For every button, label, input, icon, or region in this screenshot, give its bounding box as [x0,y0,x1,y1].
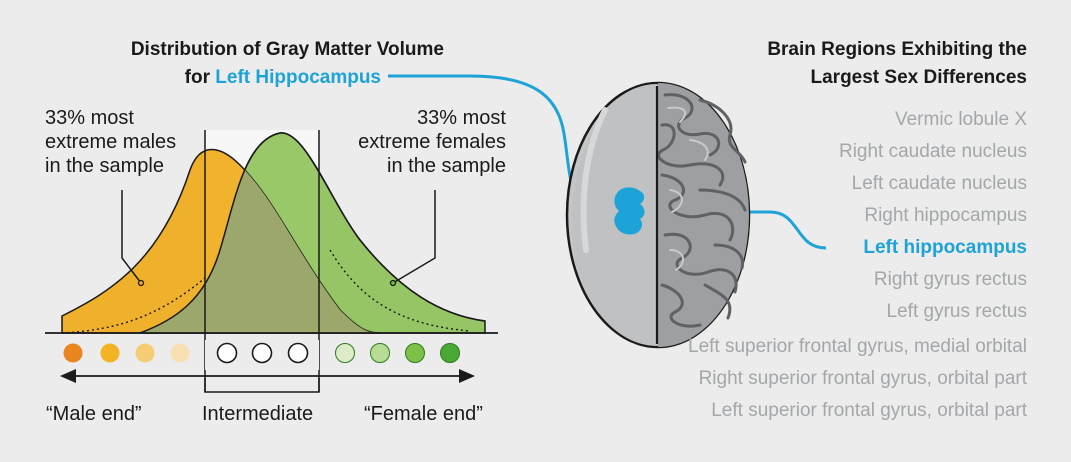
sample-dot-female [405,343,425,363]
males-annotation-line: 33% most [45,107,134,129]
region-item-highlighted: Left hippocampus [863,237,1027,258]
sample-dot-intermediate [216,342,238,364]
females-annotation-line: 33% most [417,107,506,129]
region-item: Right superior frontal gyrus, orbital pa… [698,368,1027,389]
female-tail-dotted [61,277,206,334]
sample-dot-male [100,343,120,363]
sample-dot-intermediate [287,342,309,364]
sample-dot-male [63,343,83,363]
female-end-label: “Female end” [364,403,483,425]
intermediate-bracket [204,378,320,393]
sample-dot-female [370,343,390,363]
chart-title-prefix: for [184,67,216,88]
region-item: Left caudate nucleus [851,173,1027,194]
region-item: Left gyrus rectus [886,301,1027,322]
sample-dot-male [170,343,190,363]
sample-dot-male [135,343,155,363]
sample-dot-female [335,343,355,363]
connector-brain-to-list [718,210,827,250]
male-end-label: “Male end” [46,403,142,425]
arrow-right-head [459,369,475,383]
intermediate-label: Intermediate [202,403,314,425]
brain-illustration [565,81,751,349]
females-pointer [392,190,436,284]
male-tail-dotted [329,249,471,332]
region-item: Vermic lobule X [894,109,1027,130]
right-hemisphere-gyri [658,83,749,347]
females-annotation: 33% most extreme females in the sample [358,106,506,178]
region-item: Left superior frontal gyrus, medial orbi… [688,336,1027,357]
sample-dots [63,342,460,364]
males-pointer [121,190,142,284]
sample-dot-intermediate [251,342,273,364]
region-item: Right hippocampus [864,205,1027,226]
left-hippocampus-highlight [614,187,645,235]
sample-dot-female [440,343,460,363]
region-item: Left superior frontal gyrus, orbital par… [711,400,1027,421]
males-annotation-line: in the sample [45,155,164,177]
males-pointer-dot [137,279,145,287]
chart-title-highlight: Left Hippocampus [215,67,381,88]
regions-title-line2: Largest Sex Differences [810,67,1028,88]
region-item: Right caudate nucleus [838,141,1027,162]
males-annotation-line: extreme males [45,131,177,153]
females-annotation-line: in the sample [387,155,506,177]
females-pointer-dot [389,279,397,287]
region-item: Right gyrus rectus [873,269,1027,290]
chart-title-line1: Distribution of Gray Matter Volume [130,39,444,60]
regions-title-line1: Brain Regions Exhibiting the [767,39,1027,60]
arrow-left-head [60,369,76,383]
females-annotation-line: extreme females [358,131,506,153]
males-annotation: 33% most extreme males in the sample [45,106,176,178]
chart-title-line2: for Left Hippocampus [86,68,381,87]
